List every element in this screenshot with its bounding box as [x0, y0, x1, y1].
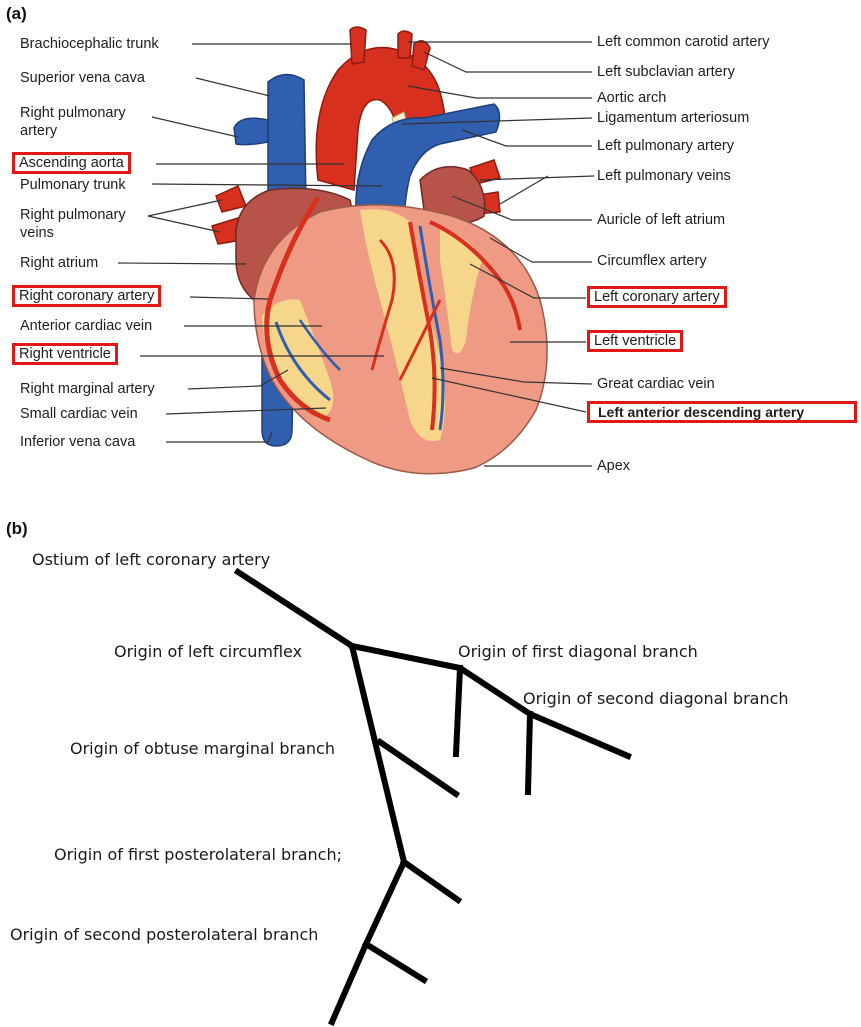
label-origin-of-first-posterolateral-branch: Origin of first posterolateral branch; — [54, 845, 342, 865]
label-origin-of-second-diagonal-branch: Origin of second diagonal branch — [523, 689, 789, 709]
label-origin-of-obtuse-marginal-branch: Origin of obtuse marginal branch — [70, 739, 335, 759]
label-origin-of-second-posterolateral-branch: Origin of second posterolateral branch — [10, 925, 318, 945]
tree-second-diagonal — [528, 714, 530, 792]
tree-first-diagonal — [456, 668, 460, 754]
label-origin-of-first-diagonal-branch: Origin of first diagonal branch — [458, 642, 698, 662]
tree-first-posterolateral — [404, 862, 458, 900]
label-origin-of-left-circumflex: Origin of left circumflex — [114, 642, 302, 662]
label-ostium-of-left-coronary-artery: Ostium of left coronary artery — [32, 550, 270, 570]
tree-obtuse-marginal — [380, 742, 456, 794]
tree-second-posterolateral — [366, 944, 424, 980]
